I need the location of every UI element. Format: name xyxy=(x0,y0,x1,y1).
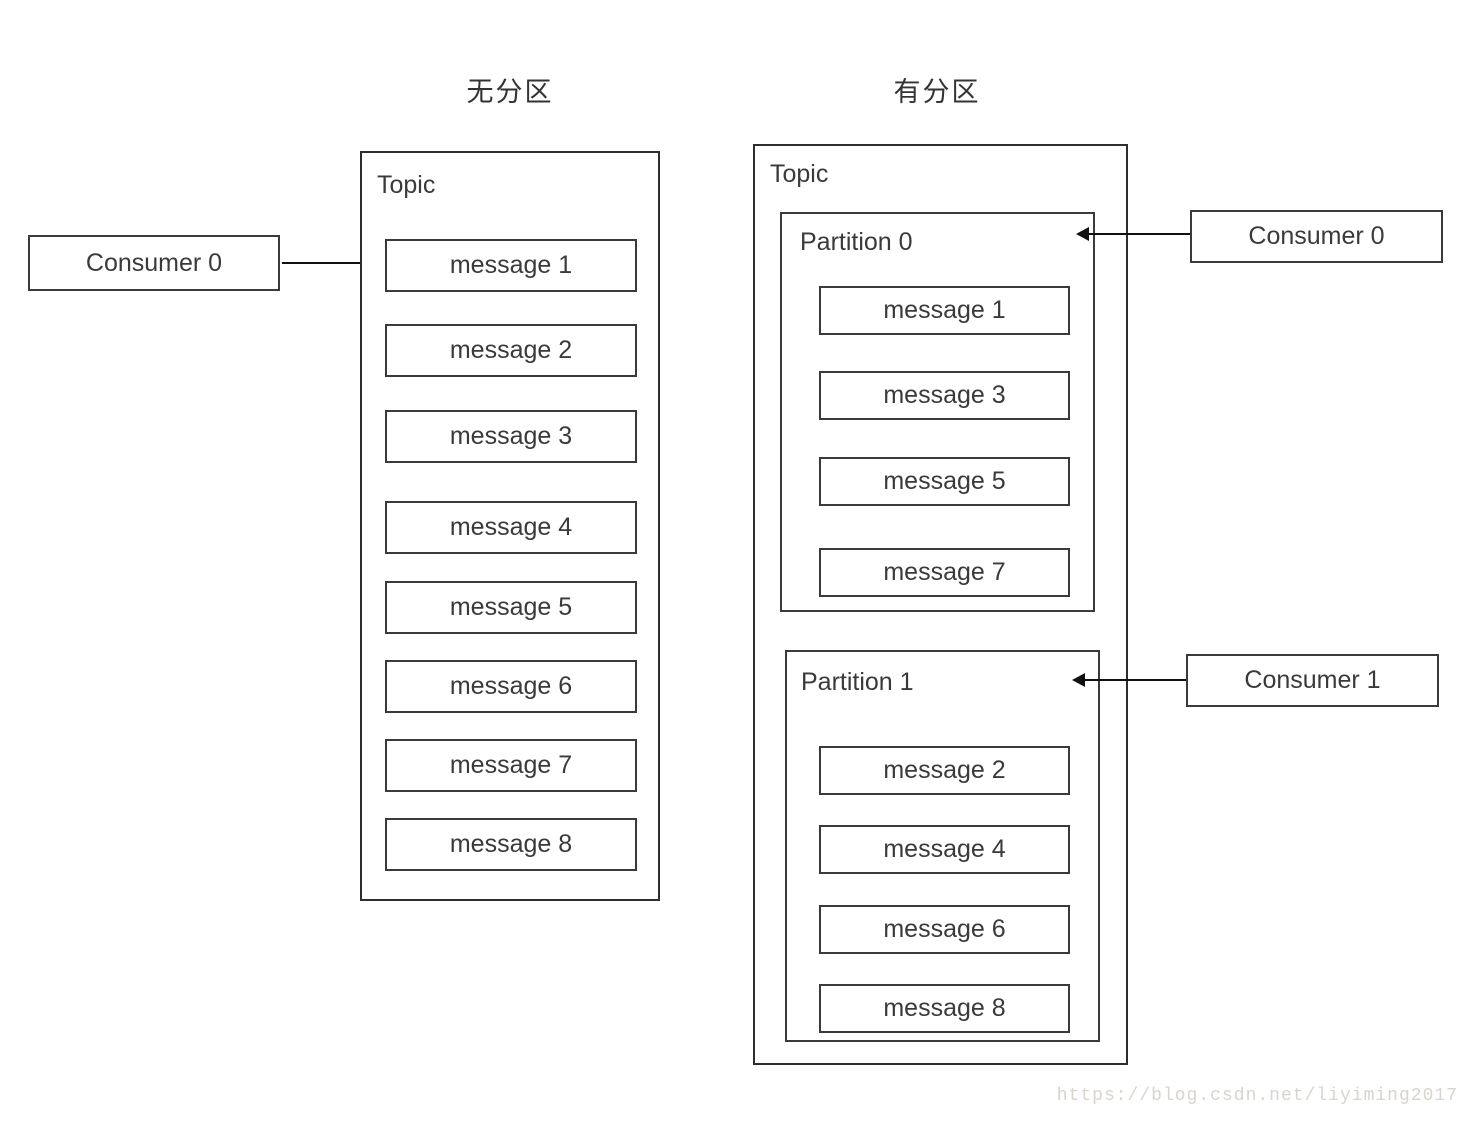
arrow-line-consumer1-to-partition1 xyxy=(1084,679,1186,681)
arrowhead-consumer1-to-partition1 xyxy=(1072,673,1085,687)
message-box: message 4 xyxy=(385,501,637,554)
left-topic-label: Topic xyxy=(377,171,436,199)
message-box: message 5 xyxy=(385,581,637,634)
partition-0-box: Partition 0 message 1 message 3 message … xyxy=(780,212,1095,612)
right-topic-label: Topic xyxy=(770,160,829,188)
message-box: message 2 xyxy=(385,324,637,377)
right-consumer-0-box: Consumer 0 xyxy=(1190,210,1443,263)
message-box: message 7 xyxy=(385,739,637,792)
message-box: message 1 xyxy=(385,239,637,292)
message-box: message 4 xyxy=(819,825,1070,874)
message-box: message 6 xyxy=(385,660,637,713)
partition-1-box: Partition 1 message 2 message 4 message … xyxy=(785,650,1100,1042)
watermark-url: https://blog.csdn.net/liyiming2017 xyxy=(1056,1086,1458,1106)
right-consumer-1-box: Consumer 1 xyxy=(1186,654,1439,707)
arrow-line-consumer0-to-topic xyxy=(282,262,370,264)
partition-1-label: Partition 1 xyxy=(801,668,914,696)
message-box: message 5 xyxy=(819,457,1070,506)
message-box: message 2 xyxy=(819,746,1070,795)
partition-0-label: Partition 0 xyxy=(800,228,913,256)
message-box: message 3 xyxy=(385,410,637,463)
left-column-title: 无分区 xyxy=(466,77,554,107)
left-consumer-0-box: Consumer 0 xyxy=(28,235,280,291)
message-box: message 3 xyxy=(819,371,1070,420)
right-column-title: 有分区 xyxy=(893,77,981,107)
message-box: message 8 xyxy=(385,818,637,871)
message-box: message 6 xyxy=(819,905,1070,954)
message-box: message 8 xyxy=(819,984,1070,1033)
message-box: message 7 xyxy=(819,548,1070,597)
arrowhead-consumer0-to-partition0 xyxy=(1076,227,1089,241)
right-topic-box: Topic Partition 0 message 1 message 3 me… xyxy=(753,144,1128,1065)
left-topic-box: Topic message 1 message 2 message 3 mess… xyxy=(360,151,660,901)
arrow-line-consumer0-to-partition0 xyxy=(1088,233,1190,235)
message-box: message 1 xyxy=(819,286,1070,335)
